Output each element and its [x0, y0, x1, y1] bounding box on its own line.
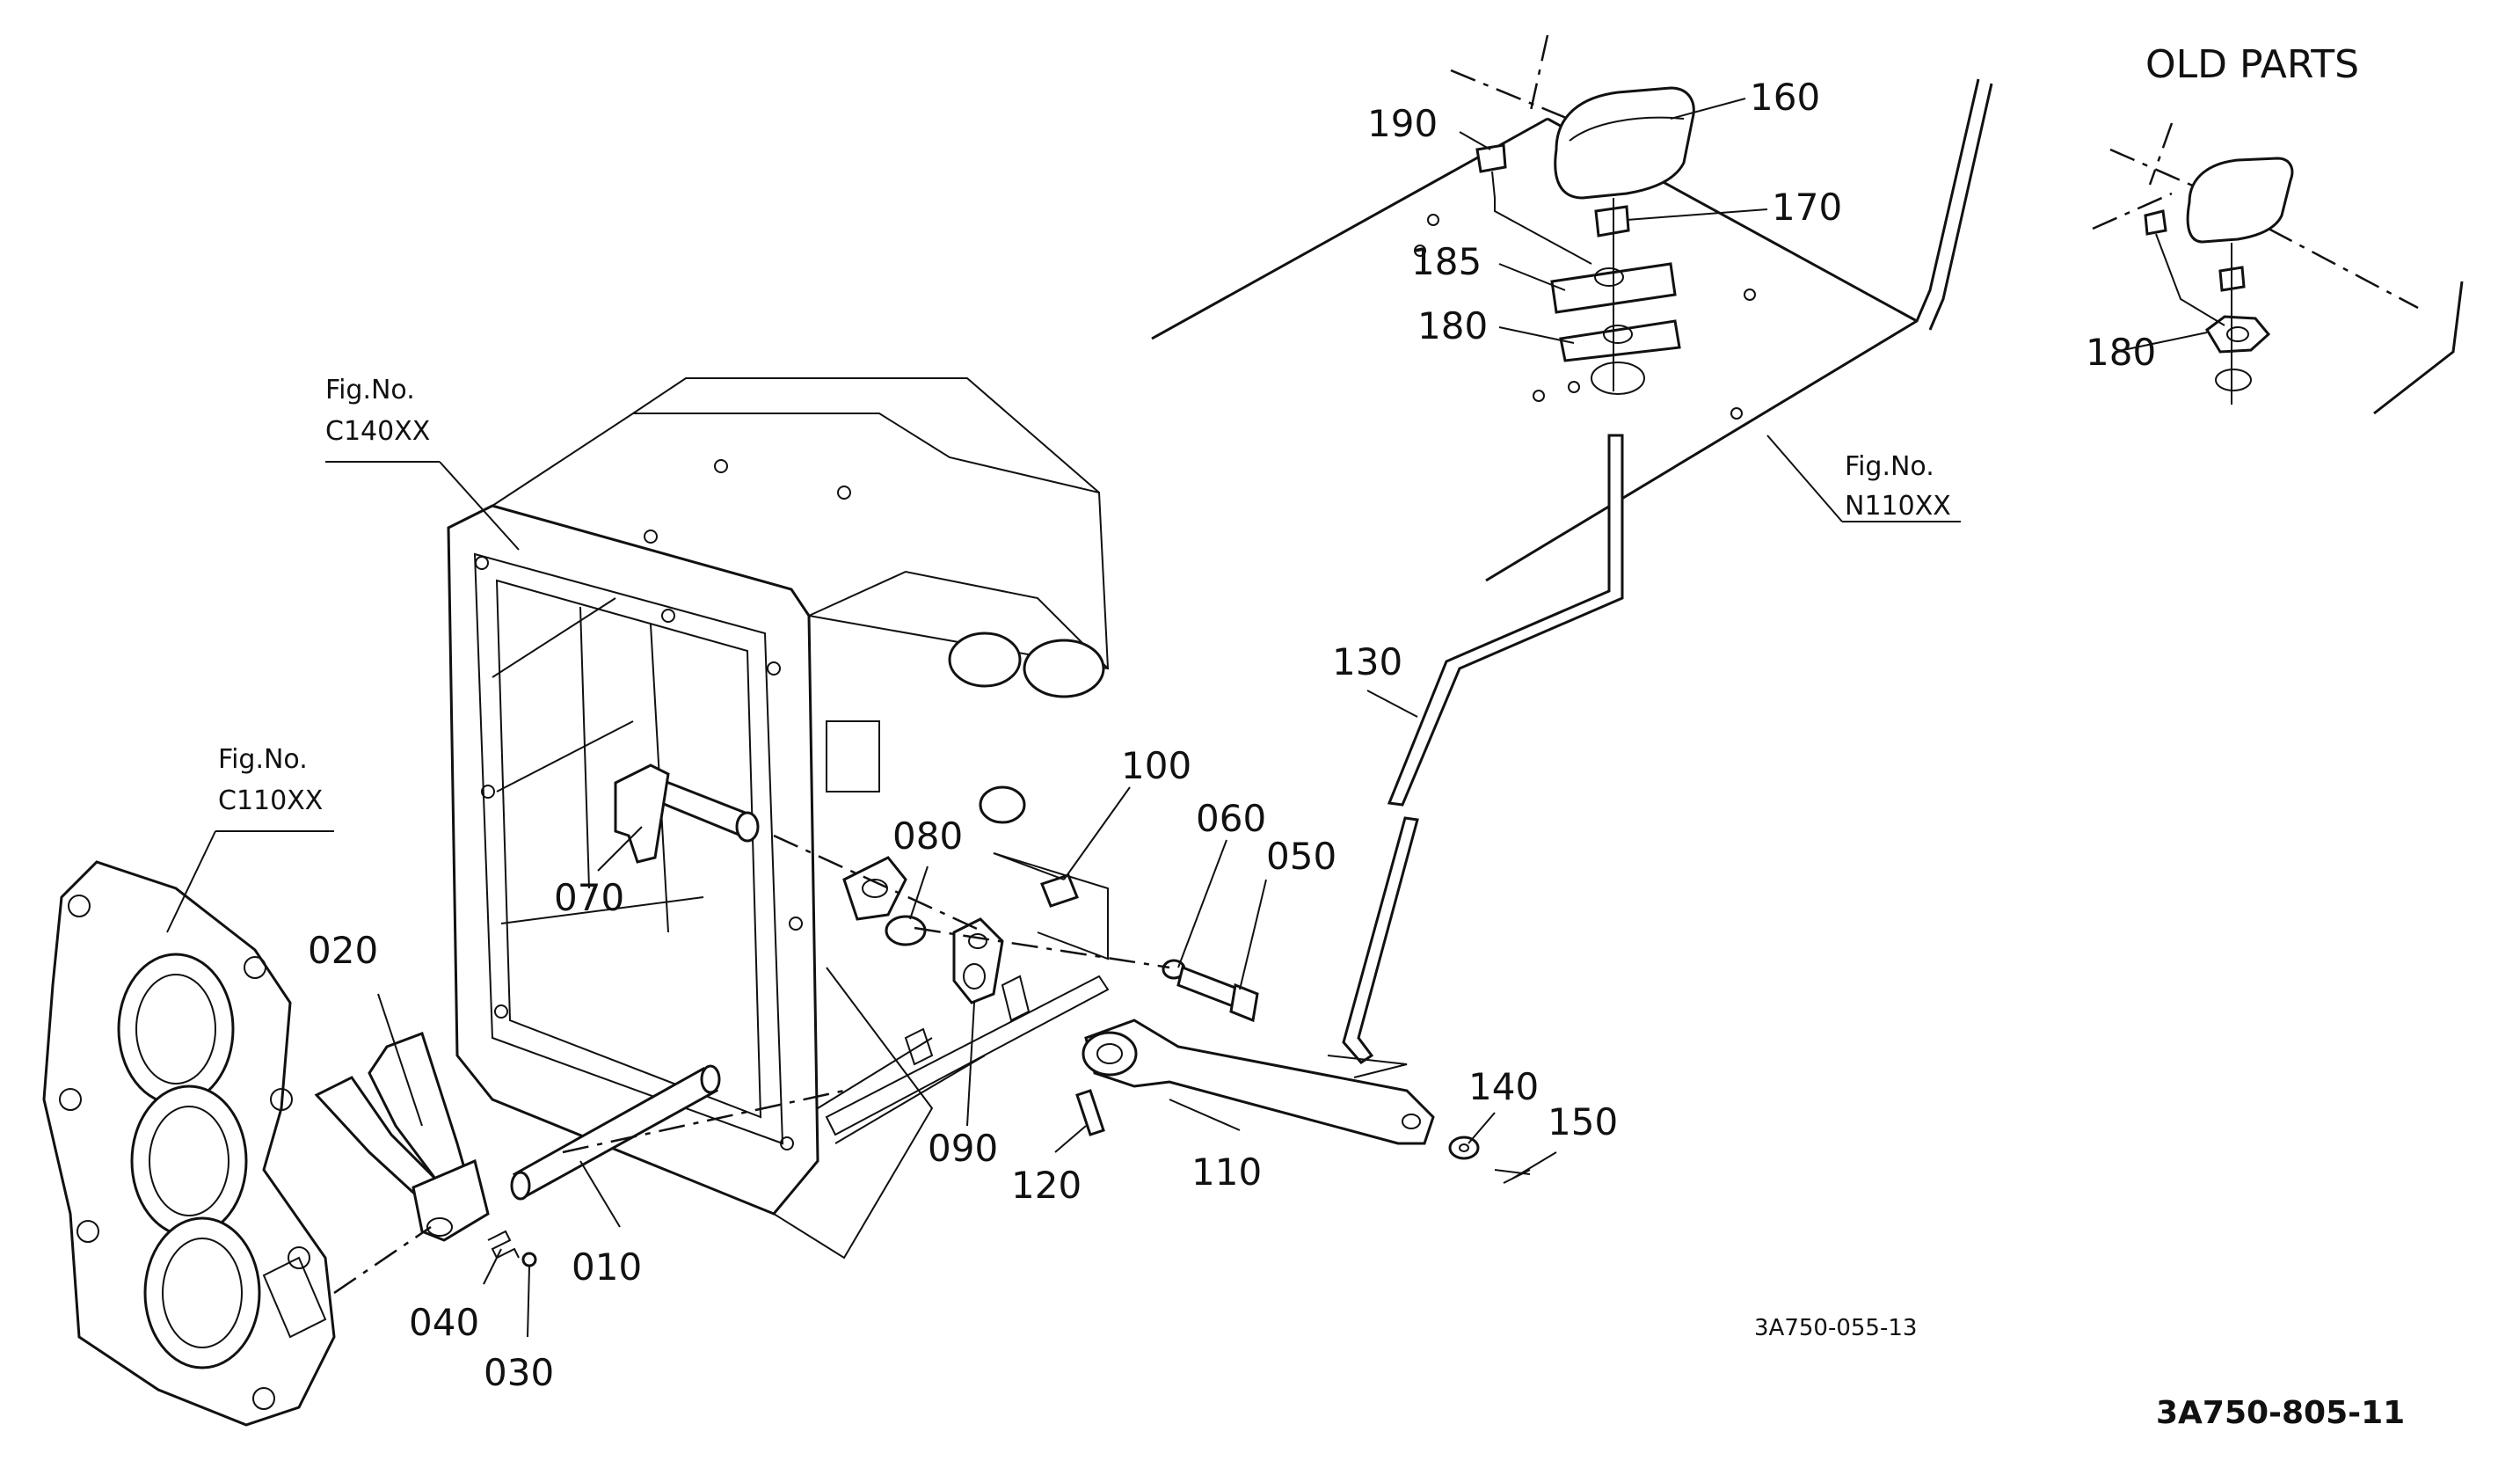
figure-ref-label: Fig.No. — [325, 375, 415, 405]
fork-shaft-010 — [510, 1064, 721, 1201]
figure-ref-label: Fig.No. — [1845, 451, 1934, 482]
figure-ref-code: C110XX — [218, 785, 323, 816]
callout-180-old: 180 — [2086, 331, 2156, 374]
pin-120 — [1075, 1089, 1105, 1136]
figure-ref-n110: Fig.No. N110XX — [1845, 451, 1951, 522]
callout-120: 120 — [1011, 1164, 1082, 1207]
drawing-number-secondary: 3A750-055-13 — [1754, 1315, 1917, 1341]
transmission-case — [447, 377, 1110, 1260]
detent-spring-040 — [487, 1230, 537, 1267]
alignment-lines — [333, 834, 1170, 1295]
plate-090 — [952, 917, 1004, 1004]
shift-rod — [1342, 434, 1624, 1064]
figure-ref-label: Fig.No. — [218, 744, 308, 775]
callout-140: 140 — [1468, 1065, 1539, 1108]
figure-ref-code: C140XX — [325, 416, 430, 447]
o-ring-080 — [842, 856, 927, 946]
callout-050: 050 — [1266, 835, 1336, 878]
leader-lines — [166, 98, 2208, 1338]
callout-040: 040 — [409, 1301, 479, 1344]
drawing-number-primary: 3A750-805-11 — [2156, 1395, 2405, 1431]
old-parts-title: OLD PARTS — [2145, 42, 2359, 87]
bolt-050 — [1176, 965, 1259, 1023]
old-parts-inset — [2092, 122, 2464, 415]
shaft-rail — [825, 975, 1110, 1136]
shift-fork-070 — [614, 763, 760, 864]
callout-150: 150 — [1548, 1100, 1618, 1143]
callout-080: 080 — [892, 814, 963, 858]
washer-140 — [1448, 1136, 1480, 1160]
callout-010: 010 — [572, 1245, 642, 1289]
callout-090: 090 — [928, 1127, 998, 1170]
callout-110: 110 — [1191, 1150, 1262, 1194]
callout-180: 180 — [1417, 304, 1488, 347]
callout-170: 170 — [1772, 186, 1842, 229]
figure-ref-c110: Fig.No. C110XX — [218, 744, 323, 816]
callout-070: 070 — [554, 876, 624, 919]
figure-ref-code: N110XX — [1845, 491, 1951, 522]
callout-130: 130 — [1332, 640, 1402, 683]
bolt-100 — [993, 852, 1079, 908]
callout-060: 060 — [1196, 797, 1266, 840]
callout-020: 020 — [308, 929, 378, 972]
callout-185: 185 — [1411, 240, 1482, 283]
lever-110 — [1082, 1019, 1435, 1145]
callout-190: 190 — [1367, 102, 1438, 145]
callout-100: 100 — [1121, 744, 1191, 787]
callout-030: 030 — [484, 1351, 554, 1394]
figure-ref-c140: Fig.No. C140XX — [325, 375, 430, 447]
front-cover — [42, 860, 336, 1427]
lever-knob-assembly — [1475, 86, 1695, 395]
callout-160: 160 — [1750, 76, 1820, 119]
